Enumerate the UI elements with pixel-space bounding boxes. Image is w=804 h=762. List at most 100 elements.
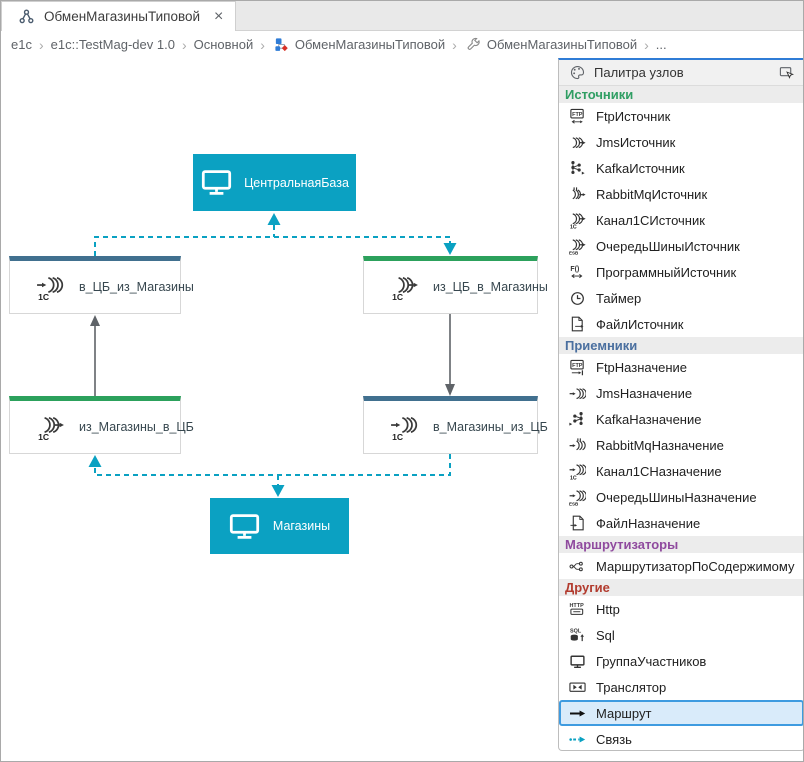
router-content-icon bbox=[567, 559, 587, 574]
flow-icon bbox=[16, 9, 36, 24]
breadcrumb-item[interactable]: ОбменМагазиныТиповой bbox=[464, 37, 637, 52]
palette-item-channel1c-destination[interactable]: 1С Канал1СНазначение bbox=[559, 458, 803, 484]
monitor-icon bbox=[567, 654, 587, 669]
palette-item-link[interactable]: Связь bbox=[559, 726, 803, 750]
link-arrowhead-up-source bbox=[88, 455, 102, 467]
svg-text:1С: 1С bbox=[569, 224, 576, 229]
palette-item-file-destination[interactable]: ФайлНазначение bbox=[559, 510, 803, 536]
palette-item-label: МаршрутизаторПоСодержимому bbox=[596, 558, 795, 574]
palette-item-route[interactable]: Маршрут bbox=[559, 700, 803, 726]
svg-text:SQL: SQL bbox=[569, 629, 581, 635]
palette-item-label: ФайлНазначение bbox=[596, 515, 701, 531]
palette-item-label: RabbitMqИсточник bbox=[596, 186, 708, 202]
chevron-right-icon: › bbox=[181, 36, 187, 53]
svg-text:1С: 1С bbox=[38, 431, 49, 440]
palette-item-label: ФайлИсточник bbox=[596, 316, 684, 332]
tab-label: ОбменМагазиныТиповой bbox=[44, 9, 201, 24]
breadcrumb-label: Основной bbox=[193, 37, 254, 52]
node-magaziny[interactable]: Магазины bbox=[210, 498, 349, 554]
coil-out-1c-icon: 1С bbox=[567, 211, 587, 229]
palette-item-rabbitmq-destination[interactable]: RabbitMqНазначение bbox=[559, 432, 803, 458]
palette-item-label: ОчередьШиныНазначение bbox=[596, 489, 757, 505]
palette-item-label: Транслятор bbox=[596, 679, 667, 695]
chevron-right-icon: › bbox=[38, 36, 44, 53]
coil-out-icon bbox=[567, 135, 587, 150]
breadcrumb-item[interactable]: e1c::TestMag-dev 1.0 bbox=[51, 37, 175, 52]
palette-item-label: Таймер bbox=[596, 290, 642, 306]
palette-item-sql[interactable]: SQL Sql bbox=[559, 622, 803, 648]
chevron-right-icon: › bbox=[260, 36, 265, 53]
svg-text:1С: 1С bbox=[569, 475, 576, 480]
palette-section-header: Другие bbox=[559, 579, 803, 596]
svg-text:F(): F() bbox=[570, 266, 579, 273]
node-v-magaziny-iz-cb[interactable]: 1С в_Магазины_из_ЦБ bbox=[363, 396, 548, 454]
file-in-icon bbox=[567, 515, 587, 531]
node-label: ЦентральнаяБаза bbox=[244, 175, 349, 190]
route-arrowhead-down bbox=[445, 384, 455, 396]
svg-text:1С: 1С bbox=[392, 291, 403, 300]
palette-item-label: Связь bbox=[596, 731, 632, 747]
palette-item-label: KafkaИсточник bbox=[596, 160, 685, 176]
svg-text:1С: 1С bbox=[38, 291, 49, 300]
program-icon: F() bbox=[567, 264, 587, 280]
palette-item-http[interactable]: HTTP Http bbox=[559, 596, 803, 622]
palette-item-label: Канал1СНазначение bbox=[596, 463, 722, 479]
palette-item-timer[interactable]: Таймер bbox=[559, 285, 803, 311]
palette-item-label: Sql bbox=[596, 627, 615, 643]
breadcrumb-label: e1c::TestMag-dev 1.0 bbox=[50, 37, 175, 52]
tab-close-icon[interactable]: × bbox=[214, 7, 224, 25]
palette-item-kafka-destination[interactable]: KafkaНазначение bbox=[559, 406, 803, 432]
palette-item-program-source[interactable]: F()ПрограммныйИсточник bbox=[559, 259, 803, 285]
link-top-corridor bbox=[94, 236, 451, 256]
breadcrumb-item[interactable]: e1c bbox=[11, 37, 32, 52]
palette-item-jms-destination[interactable]: JmsНазначение bbox=[559, 380, 803, 406]
palette-item-label: Http bbox=[596, 601, 620, 617]
node-label: в_Магазины_из_ЦБ bbox=[433, 420, 548, 434]
palette-icon bbox=[567, 65, 587, 80]
svg-text:HTTP: HTTP bbox=[569, 603, 584, 609]
kafka-source-icon bbox=[567, 160, 587, 176]
tab-obmen-magaziny-tipovoy[interactable]: ОбменМагазиныТиповой × bbox=[1, 1, 237, 31]
file-out-icon bbox=[567, 316, 587, 332]
breadcrumb-item[interactable]: ОбменМагазиныТиповой bbox=[272, 37, 445, 52]
breadcrumb-label: ... bbox=[655, 37, 667, 52]
coil-out-esb-icon: ESB bbox=[567, 237, 587, 255]
link-arrowhead-down-source bbox=[443, 243, 457, 255]
breadcrumb-item[interactable]: ... bbox=[656, 37, 667, 52]
palette-section-header: Приемники bbox=[559, 337, 803, 354]
route-arrow-icon bbox=[567, 706, 587, 721]
tab-bar: ОбменМагазиныТиповой × bbox=[1, 1, 803, 31]
palette-item-label: FtpИсточник bbox=[596, 108, 671, 124]
link-arrowhead-up-central bbox=[267, 213, 281, 225]
chevron-right-icon: › bbox=[644, 36, 649, 53]
insert-cursor-icon[interactable] bbox=[776, 65, 796, 80]
svg-text:1С: 1С bbox=[392, 431, 403, 440]
palette-item-kafka-source[interactable]: KafkaИсточник bbox=[559, 155, 803, 181]
palette-item-jms-source[interactable]: JmsИсточник bbox=[559, 129, 803, 155]
coil-in-1c-icon: 1С bbox=[567, 462, 587, 480]
palette-item-participant-group[interactable]: ГруппаУчастников bbox=[559, 648, 803, 674]
palette-item-translator[interactable]: Транслятор bbox=[559, 674, 803, 700]
palette-item-label: JmsИсточник bbox=[596, 134, 676, 150]
palette-item-rabbitmq-source[interactable]: RabbitMqИсточник bbox=[559, 181, 803, 207]
palette-item-content-router[interactable]: МаршрутизаторПоСодержимому bbox=[559, 553, 803, 579]
node-central-base[interactable]: ЦентральнаяБаза bbox=[193, 154, 356, 211]
node-label: Магазины bbox=[272, 519, 331, 533]
palette-item-file-source[interactable]: ФайлИсточник bbox=[559, 311, 803, 337]
node-coil-in-1c-icon: 1С bbox=[388, 414, 420, 441]
palette-item-label: ГруппаУчастников bbox=[596, 653, 707, 669]
node-coil-in-1c-icon: 1С bbox=[34, 274, 66, 301]
palette-title: Палитра узлов bbox=[594, 65, 684, 80]
breadcrumb-item[interactable]: Основной bbox=[194, 37, 254, 52]
